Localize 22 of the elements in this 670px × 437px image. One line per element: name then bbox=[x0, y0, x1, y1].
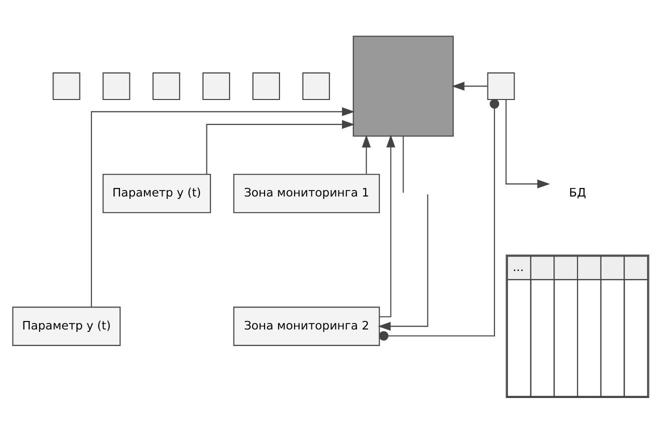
arrow bbox=[362, 134, 371, 174]
node-box bbox=[487, 72, 515, 100]
node-box: Параметр y (t) bbox=[12, 306, 121, 346]
node-box: Зона мониторинга 1 bbox=[233, 173, 380, 213]
connector bbox=[402, 136, 404, 192]
node-box: Зона мониторинга 2 bbox=[233, 306, 380, 346]
arrow bbox=[506, 99, 550, 188]
connector bbox=[378, 98, 500, 340]
arrow bbox=[90, 106, 355, 306]
arrow bbox=[452, 81, 488, 90]
node-box bbox=[52, 72, 80, 100]
node-box: Параметр y (t) bbox=[102, 173, 211, 213]
node-text: БД bbox=[568, 184, 586, 199]
arrow bbox=[206, 119, 355, 174]
node-box bbox=[102, 72, 130, 100]
arrow bbox=[379, 134, 396, 317]
arrow bbox=[378, 194, 428, 330]
node-box bbox=[302, 72, 330, 100]
node-box bbox=[202, 72, 230, 100]
node-box bbox=[252, 72, 280, 100]
node-box bbox=[352, 35, 454, 136]
node-box bbox=[152, 72, 180, 100]
